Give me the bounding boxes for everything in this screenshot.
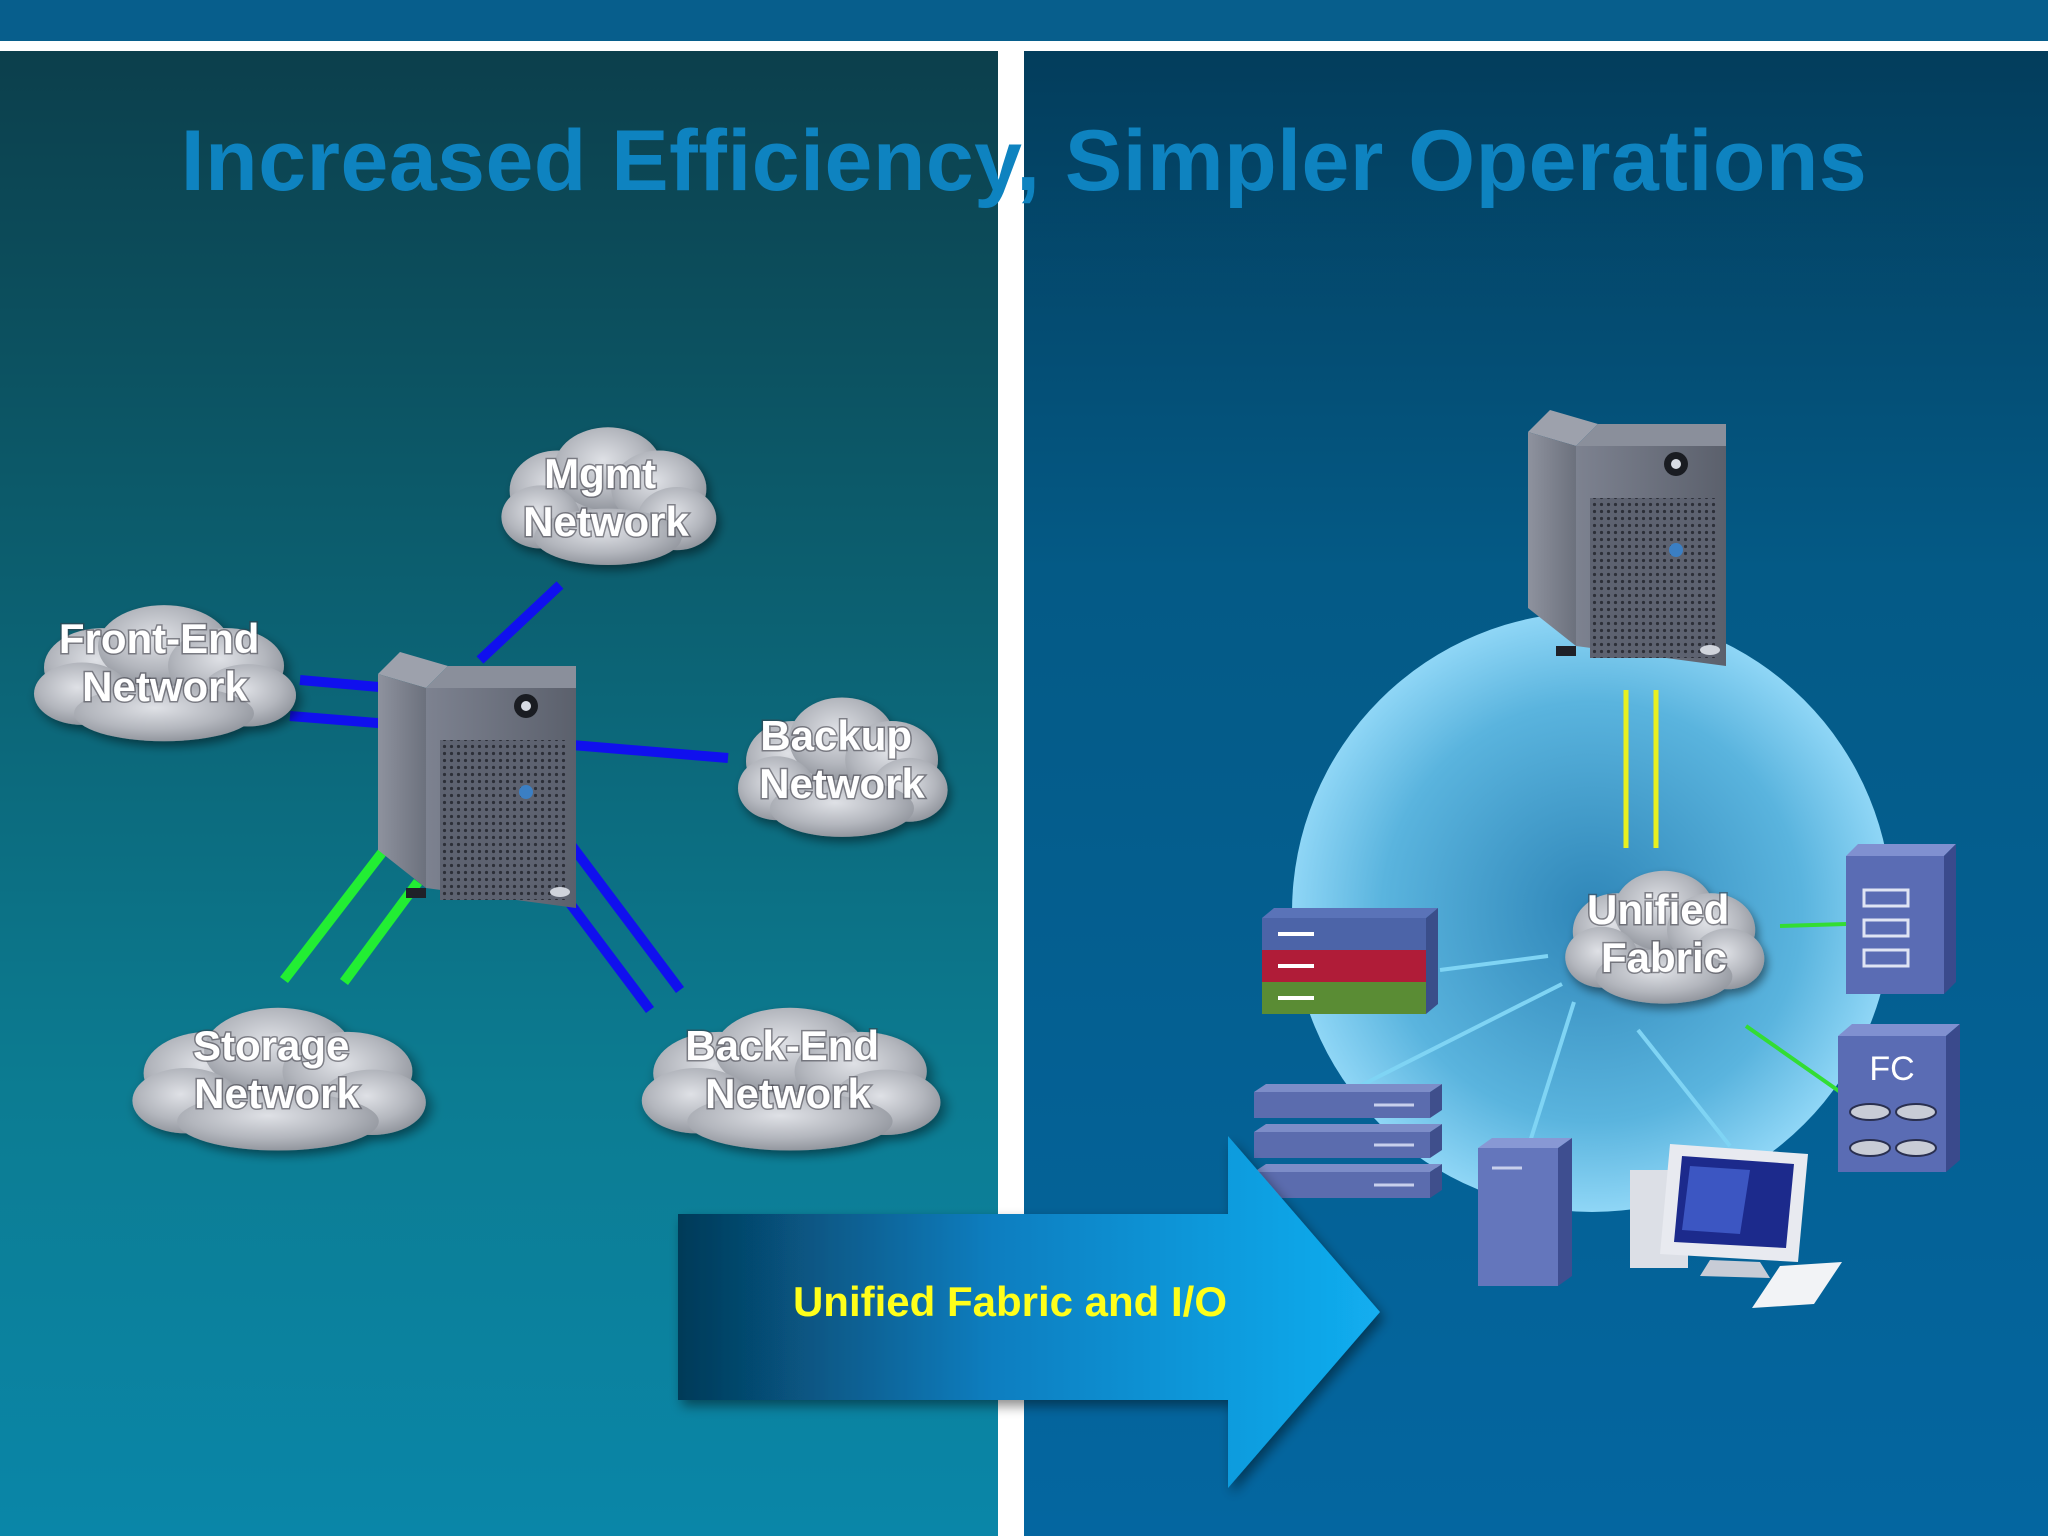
cloud-mgmt-line1: Mgmt — [544, 450, 656, 497]
cloud-fabric-line1: Unified — [1587, 886, 1729, 933]
backup-link — [559, 739, 729, 763]
top-rule — [0, 41, 2048, 51]
slide-title: Increased Efficiency, Simpler Operations — [180, 113, 1868, 209]
cloud-backend-line1: Back-End — [685, 1022, 879, 1069]
fc-label: FC — [1869, 1050, 1914, 1088]
left-links — [280, 581, 729, 1013]
fc-storage-array-icon: FC — [1838, 1024, 1960, 1172]
cloud-storage-line1: Storage — [193, 1022, 349, 1069]
cloud-backend-line2: Network — [705, 1070, 871, 1117]
tower-server-icon — [1478, 1138, 1572, 1286]
storage-link-1 — [280, 846, 388, 984]
cloud-backup-line2: Network — [759, 760, 925, 807]
cloud-frontend-line1: Front-End — [59, 615, 260, 662]
storage-switch-icon — [1262, 908, 1438, 1014]
cloud-fabric-line2: Fabric — [1601, 934, 1727, 981]
mgmt-link — [476, 581, 564, 664]
server-right — [1528, 410, 1726, 666]
backend-link-1 — [568, 843, 684, 993]
transition-arrow — [678, 1136, 1380, 1488]
arrow-label: Unified Fabric and I/O — [792, 1278, 1228, 1325]
svg-text:Storage Network: Storage Network — [193, 1022, 361, 1117]
server-left — [378, 652, 576, 908]
cloud-storage-line2: Network — [194, 1070, 360, 1117]
fabric-link-workstation — [1636, 1028, 1732, 1148]
frontend-link-1 — [299, 675, 391, 693]
top-bar — [0, 0, 2048, 41]
tape-library-icon — [1846, 844, 1956, 994]
svg-text:Backup Network: Backup Network — [759, 712, 925, 807]
workstation-icon — [1630, 1144, 1842, 1308]
rack-servers-icon — [1254, 1084, 1442, 1198]
svg-text:Unified Fabric: Unified Fabric — [1587, 886, 1741, 981]
right-links — [1351, 690, 1848, 1149]
frontend-link-2 — [289, 711, 391, 729]
svg-text:Back-End Network: Back-End Network — [685, 1022, 890, 1117]
storage-link-2 — [339, 879, 423, 985]
fabric-link-fc-array — [1744, 1024, 1848, 1098]
cloud-frontend-line2: Network — [82, 663, 248, 710]
backend-link-2 — [556, 887, 654, 1013]
cloud-mgmt-line2: Network — [523, 498, 689, 545]
fabric-link-tower — [1526, 1001, 1576, 1149]
cloud-backup-line1: Backup — [760, 712, 912, 759]
svg-text:Mgmt Network: Mgmt Network — [523, 450, 689, 545]
fabric-link-rack — [1351, 982, 1563, 1092]
fabric-link-tape-library — [1779, 922, 1847, 928]
fabric-link-storage-switch — [1439, 954, 1549, 972]
svg-text:Front-End Network: Front-End Network — [59, 615, 271, 710]
